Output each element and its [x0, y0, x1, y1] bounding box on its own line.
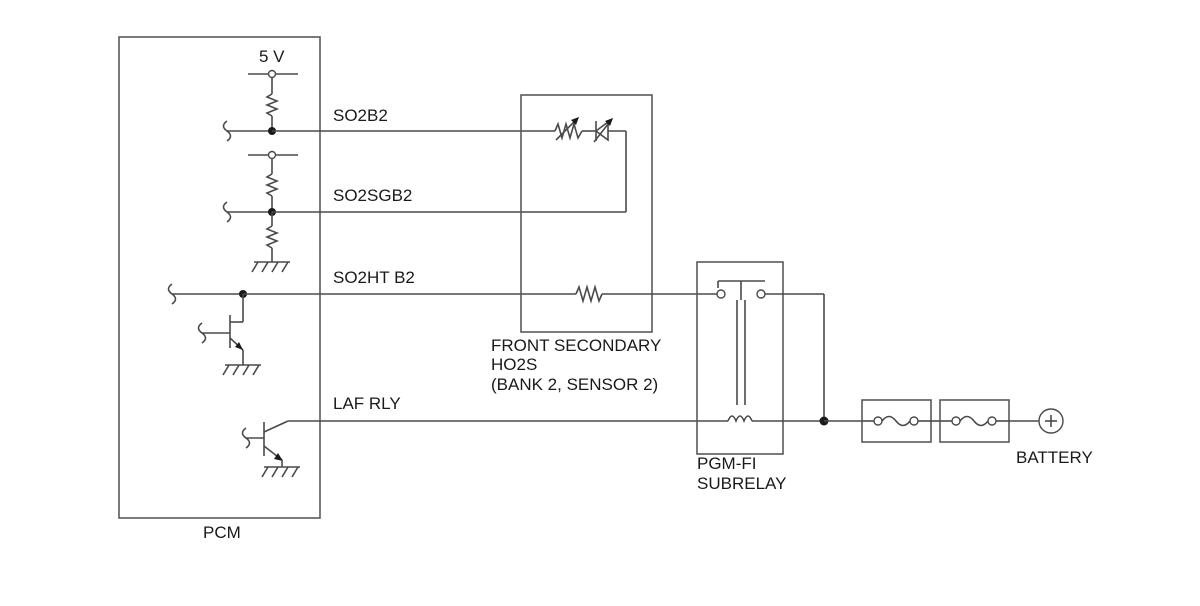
sensor-element-icon: [554, 117, 627, 212]
battery-label: BATTERY: [1016, 448, 1093, 467]
ground-icon: [251, 261, 290, 273]
sensor-label-line2: HO2S: [491, 355, 537, 374]
pcm-box: [118, 36, 321, 519]
supply-rail-2: [248, 150, 298, 160]
relay-coil-icon: [727, 415, 753, 424]
ho2s-box: [520, 94, 653, 333]
signal-label-lafrly: LAF RLY: [333, 394, 401, 413]
relay-armature: [736, 300, 746, 405]
ground-icon: [261, 466, 300, 478]
signal-label-so2b2: SO2B2: [333, 106, 388, 125]
supply-rail-5v: [248, 69, 298, 79]
pcm-label: PCM: [203, 523, 241, 542]
sensor-label-line3: (BANK 2, SENSOR 2): [491, 375, 658, 394]
transistor-icon: [241, 420, 289, 467]
pullup-resistor-icon: [264, 78, 280, 131]
relay-label-line2: SUBRELAY: [697, 474, 786, 493]
transistor-icon: [197, 294, 244, 365]
relay-label-line1: PGM-FI: [697, 454, 757, 473]
supply-voltage-label: 5 V: [259, 47, 285, 66]
sensor-label-line1: FRONT SECONDARY: [491, 336, 661, 355]
ground-icon: [222, 364, 261, 376]
fuse-icon: [861, 399, 932, 443]
signal-label-so2htb2: SO2HT B2: [333, 268, 415, 287]
fuse-icon: [939, 399, 1010, 443]
heater-icon: [575, 284, 603, 304]
signal-label-so2sgb2: SO2SGB2: [333, 186, 412, 205]
pulldown-resistor-icon: [264, 212, 280, 262]
pullup-resistor-2-icon: [264, 159, 280, 212]
subrelay-box: [696, 261, 784, 455]
battery-plus-icon: [1038, 408, 1064, 434]
relay-switch-icon: [716, 280, 766, 300]
